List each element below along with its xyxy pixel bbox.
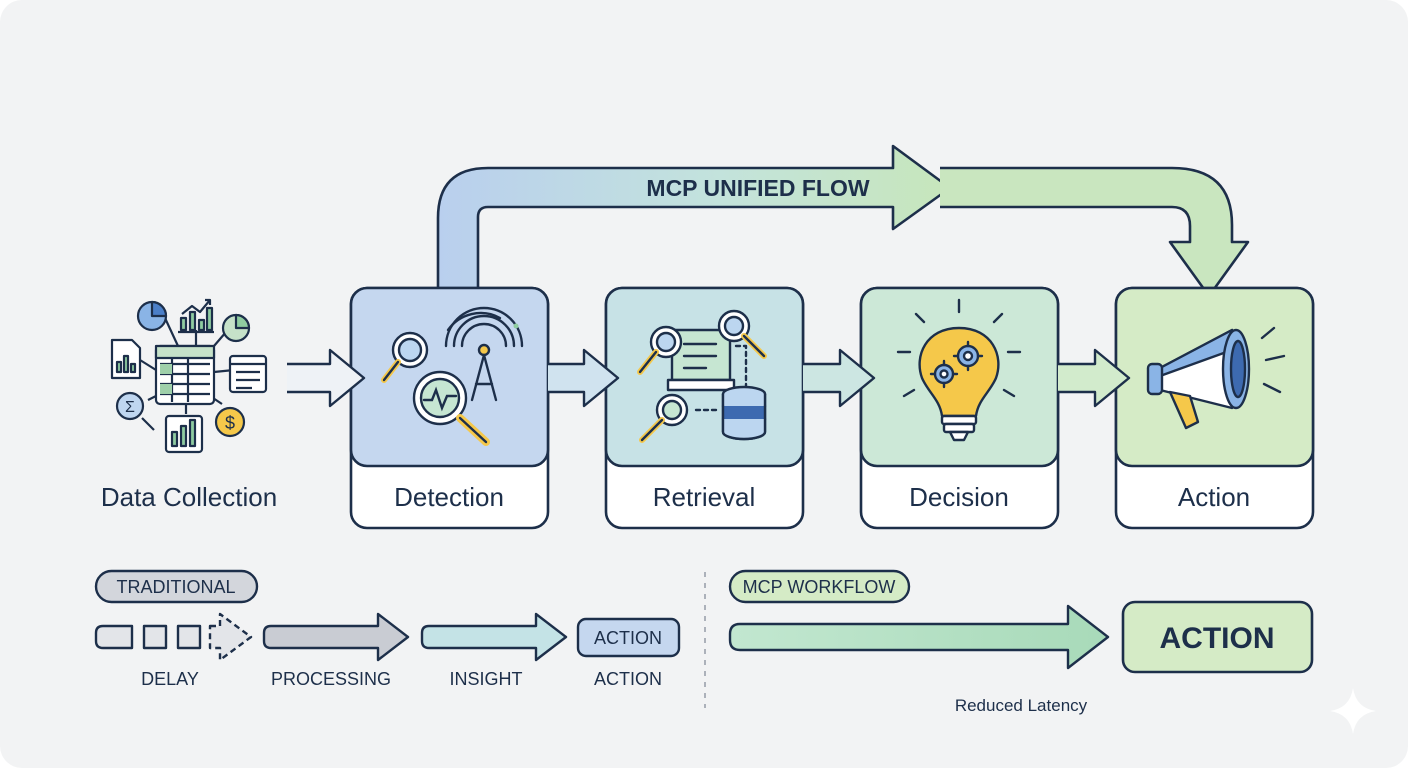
mcp-workflow-badge [728, 569, 911, 604]
mcp-workflow-arrow [728, 604, 1110, 670]
traditional-badge-label: TRADITIONAL [116, 577, 235, 597]
magnifier-signal-icon [381, 306, 524, 446]
traditional-action-box [576, 617, 681, 658]
dollar-glyph: $ [225, 413, 235, 433]
data-collection-label: Data Collection [101, 482, 277, 512]
delay-arrow [94, 612, 253, 662]
reduced-latency-caption: Reduced Latency [955, 696, 1088, 715]
mcp-action-box-label: ACTION [1160, 622, 1275, 655]
traditional-action-box-label: ACTION [594, 628, 662, 648]
mcp-workflow-badge-label: MCP WORKFLOW [743, 577, 896, 597]
mcp-action-box [1121, 600, 1314, 674]
stage-label-action: Action [1178, 482, 1250, 512]
arrow-retrieval-to-decision [803, 348, 876, 408]
sparkle-icon [1330, 688, 1376, 734]
data-collection-icon [110, 298, 268, 454]
processing-arrow [262, 612, 410, 662]
megaphone-icon [1146, 326, 1286, 430]
insight-arrow [420, 612, 568, 662]
step-label-processing: PROCESSING [271, 669, 391, 689]
step-label-insight: INSIGHT [449, 669, 522, 689]
step-label-action: ACTION [594, 669, 662, 689]
stage-label-detection: Detection [394, 482, 504, 512]
lightbulb-gears-icon [896, 298, 1022, 442]
arrow-decision-to-action [1058, 348, 1131, 408]
sigma-glyph: Σ [125, 399, 135, 416]
arrow-collection-to-detection [287, 348, 366, 408]
stage-label-retrieval: Retrieval [653, 482, 756, 512]
step-label-delay: DELAY [141, 669, 199, 689]
document-database-search-icon [637, 309, 767, 443]
unified-flow-label: MCP UNIFIED FLOW [646, 175, 869, 201]
mcp-unified-flow-arrow [436, 144, 1250, 298]
traditional-badge [94, 569, 259, 604]
arrow-detection-to-retrieval [548, 348, 620, 408]
stage-label-decision: Decision [909, 482, 1009, 512]
